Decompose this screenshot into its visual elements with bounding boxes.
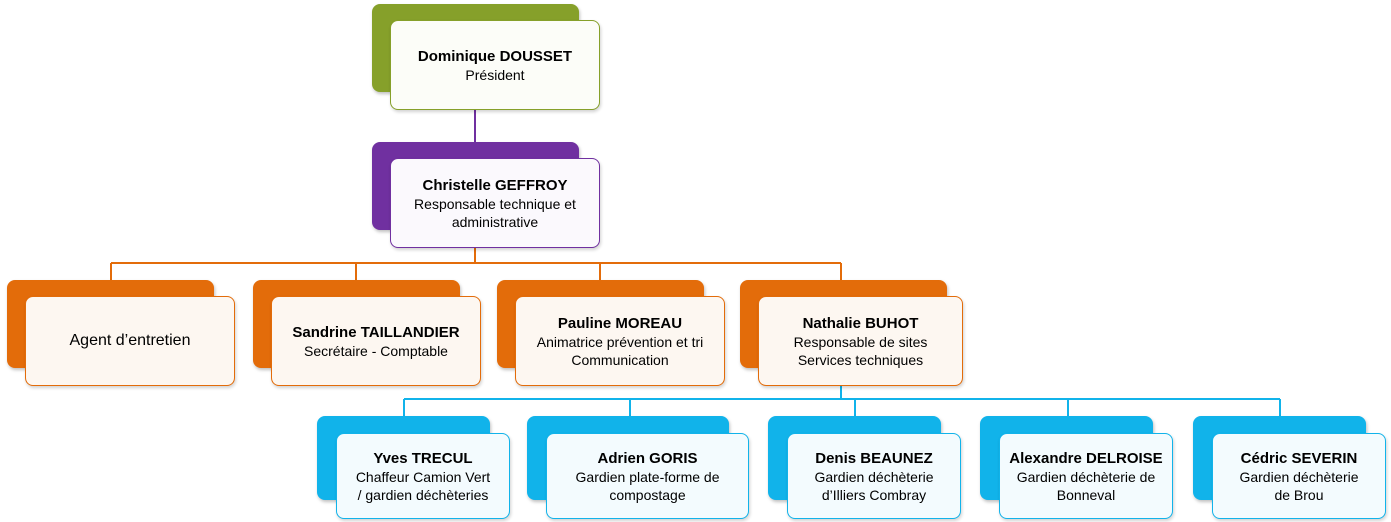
manager-name: Christelle GEFFROY xyxy=(422,176,568,194)
staff-card: Sandrine TAILLANDIER Secrétaire - Compta… xyxy=(271,296,481,386)
field-role-line1: Gardien déchèterie de xyxy=(1016,468,1156,485)
field-card: Yves TRECUL Chaffeur Camion Vert / gardi… xyxy=(336,433,510,519)
field-role-line2: d’Illiers Combray xyxy=(821,486,927,503)
staff-name: Sandrine TAILLANDIER xyxy=(292,323,460,341)
staff-role-line2: Services techniques xyxy=(797,351,924,368)
staff-card: Agent d’entretien xyxy=(25,296,235,386)
field-name: Cédric SEVERIN xyxy=(1240,449,1358,467)
field-role-line2: de Brou xyxy=(1274,486,1324,503)
field-name: Yves TRECUL xyxy=(373,449,473,467)
staff-role-line1: Responsable de sites xyxy=(793,333,928,350)
field-role-line1: Gardien plate-forme de xyxy=(575,468,720,485)
field-card: Cédric SEVERIN Gardien déchèterie de Bro… xyxy=(1212,433,1386,519)
manager-role-line1: Responsable technique et xyxy=(414,195,576,212)
field-name: Adrien GORIS xyxy=(597,449,698,467)
staff-card: Nathalie BUHOT Responsable de sites Serv… xyxy=(758,296,963,386)
staff-role-line2: Communication xyxy=(571,351,669,368)
field-card: Denis BEAUNEZ Gardien déchèterie d’Illie… xyxy=(787,433,961,519)
staff-name: Nathalie BUHOT xyxy=(802,314,919,332)
field-role-line1: Gardien déchèterie xyxy=(814,468,934,485)
field-name: Alexandre DELROISE xyxy=(1009,449,1163,467)
manager-role-line2: administrative xyxy=(451,213,539,230)
staff-name: Pauline MOREAU xyxy=(557,314,683,332)
field-role-line2: / gardien déchèteries xyxy=(357,486,489,503)
president-name: Dominique DOUSSET xyxy=(417,47,573,65)
field-card: Adrien GORIS Gardien plate-forme de comp… xyxy=(546,433,749,519)
field-role-line1: Gardien déchèterie xyxy=(1239,468,1359,485)
staff-role-line1: Agent d’entretien xyxy=(69,332,191,349)
manager-card: Christelle GEFFROY Responsable technique… xyxy=(390,158,600,248)
president-role: Président xyxy=(465,66,525,83)
staff-card: Pauline MOREAU Animatrice prévention et … xyxy=(515,296,725,386)
field-role-line2: compostage xyxy=(609,486,686,503)
field-role-line2: Bonneval xyxy=(1056,486,1116,503)
field-card: Alexandre DELROISE Gardien déchèterie de… xyxy=(999,433,1173,519)
field-role-line1: Chaffeur Camion Vert xyxy=(355,468,491,485)
staff-role-line1: Secrétaire - Comptable xyxy=(304,342,448,359)
field-name: Denis BEAUNEZ xyxy=(815,449,933,467)
staff-role-line1: Animatrice prévention et tri xyxy=(536,333,704,350)
president-card: Dominique DOUSSET Président xyxy=(390,20,600,110)
